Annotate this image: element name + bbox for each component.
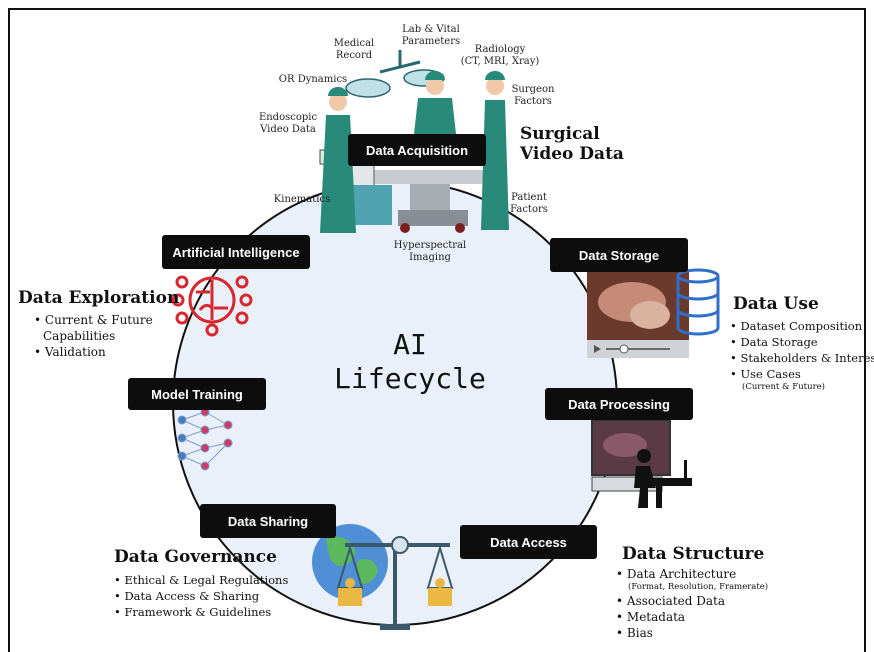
label-endoscopic-line-1: Endoscopic — [258, 112, 318, 123]
ai-brain-icon — [171, 275, 253, 337]
stage-model-training: Model Training — [128, 378, 266, 410]
data-structure-item: Data Architecture(Format, Resolution, Fr… — [616, 566, 768, 593]
label-radiology-line-2: (CT, MRI, Xray) — [460, 56, 540, 67]
data-exploration-list: Current & Future Capabilities Validation — [34, 312, 153, 360]
label-or-dynamics: OR Dynamics — [278, 74, 348, 85]
label-surgeon-factors-line-1: Surgeon — [511, 84, 555, 95]
label-lab-vital: Lab & Vital Parameters — [398, 24, 464, 48]
globe-scales-illustration — [312, 524, 454, 630]
label-lab-vital-line-2: Parameters — [401, 36, 461, 47]
label-patient-factors: Patient Factors — [504, 192, 554, 216]
center-title-line-1: AI — [393, 328, 427, 361]
surgical-video-heading-line-1: Surgical — [520, 124, 600, 144]
data-use-note: (Current & Future) — [742, 382, 825, 392]
data-use-list: Dataset Composition Data Storage Stakeho… — [730, 318, 874, 393]
surgical-video-heading: Surgical Video Data — [520, 124, 624, 164]
neural-network-icon — [177, 407, 233, 471]
data-use-item: Use Cases(Current & Future) — [730, 366, 874, 393]
data-use-title: Data Use — [733, 294, 819, 314]
data-use-item: Data Storage — [730, 334, 874, 350]
center-title-line-2: Lifecycle — [334, 362, 486, 395]
surgical-video-thumbnail — [587, 270, 689, 358]
processing-workstation-illustration — [591, 419, 692, 508]
data-governance-item: Framework & Guidelines — [114, 604, 288, 620]
label-patient-factors-line-1: Patient — [511, 192, 547, 203]
data-structure-list: Data Architecture(Format, Resolution, Fr… — [616, 566, 768, 641]
data-governance-item: Ethical & Legal Regulations — [114, 572, 288, 588]
database-icon — [676, 268, 720, 336]
stage-artificial-intelligence: Artificial Intelligence — [162, 235, 310, 269]
surgical-video-heading-line-2: Video Data — [520, 144, 624, 164]
data-exploration-title: Data Exploration — [18, 288, 180, 308]
operating-room-illustration — [319, 50, 509, 233]
data-exploration-item-continued: Capabilities — [43, 329, 116, 343]
label-medical-record: Medical Record — [326, 38, 382, 62]
data-exploration-item: Validation — [34, 344, 153, 360]
label-medical-record-line-1: Medical — [333, 38, 375, 49]
data-governance-list: Ethical & Legal Regulations Data Access … — [114, 572, 288, 620]
label-medical-record-line-2: Record — [335, 50, 373, 61]
label-hyperspectral: Hyperspectral Imaging — [390, 240, 470, 264]
data-use-item: Stakeholders & Interests — [730, 350, 874, 366]
data-structure-title: Data Structure — [622, 544, 765, 564]
stage-data-acquisition: Data Acquisition — [348, 134, 486, 166]
label-lab-vital-line-1: Lab & Vital — [402, 24, 460, 35]
data-exploration-item: Current & Future — [34, 312, 153, 328]
data-structure-note: (Format, Resolution, Framerate) — [628, 582, 769, 592]
label-surgeon-factors: Surgeon Factors — [508, 84, 558, 108]
stage-data-processing: Data Processing — [545, 388, 693, 420]
label-patient-factors-line-2: Factors — [510, 204, 548, 215]
stage-data-storage: Data Storage — [550, 238, 688, 272]
label-kinematics: Kinematics — [273, 194, 331, 205]
data-structure-item: Metadata — [616, 609, 768, 625]
label-endoscopic: Endoscopic Video Data — [254, 112, 322, 136]
data-use-item: Dataset Composition — [730, 318, 874, 334]
label-endoscopic-line-2: Video Data — [260, 124, 316, 135]
data-governance-title: Data Governance — [114, 547, 277, 567]
data-governance-item: Data Access & Sharing — [114, 588, 288, 604]
label-radiology: Radiology (CT, MRI, Xray) — [460, 44, 540, 68]
label-radiology-line-1: Radiology — [474, 44, 526, 55]
center-title: AI Lifecycle — [300, 328, 520, 396]
data-structure-item: Bias — [616, 625, 768, 641]
label-hyperspectral-line-2: Imaging — [409, 252, 451, 263]
data-structure-item: Associated Data — [616, 593, 768, 609]
stage-data-access: Data Access — [460, 525, 597, 559]
label-hyperspectral-line-1: Hyperspectral — [393, 240, 467, 251]
label-surgeon-factors-line-2: Factors — [514, 96, 552, 107]
stage-data-sharing: Data Sharing — [200, 504, 336, 538]
